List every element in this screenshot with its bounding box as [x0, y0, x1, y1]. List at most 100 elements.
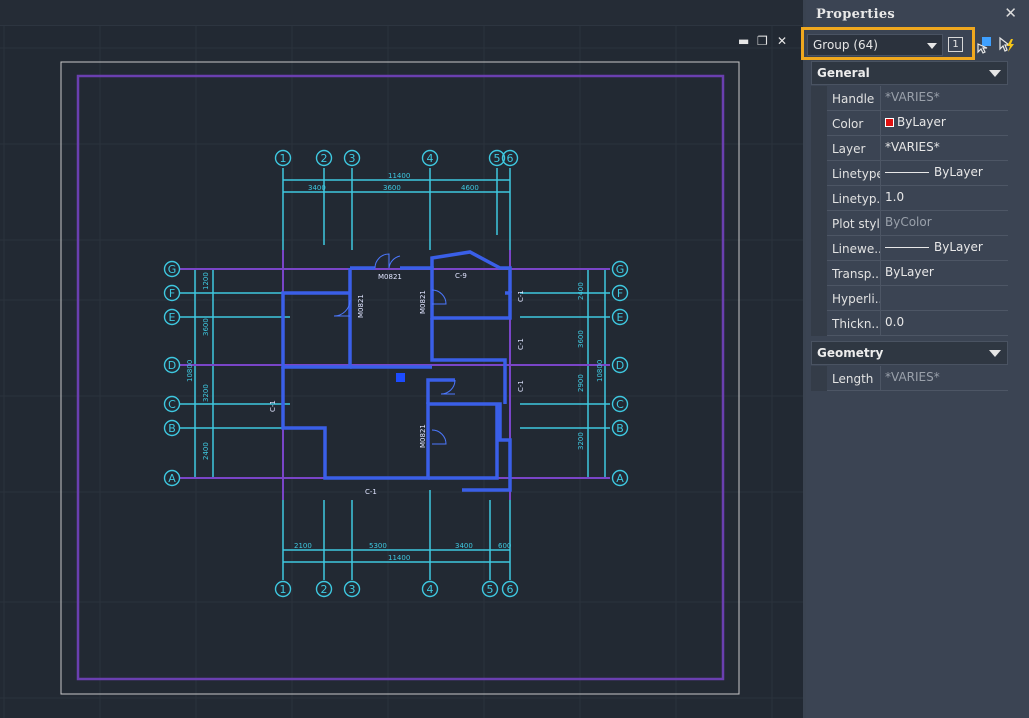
property-row[interactable]: Hyperli... — [827, 286, 1008, 311]
property-row[interactable]: Linewe...ByLayer — [827, 236, 1008, 261]
axis-bubble — [274, 580, 292, 598]
property-name: Handle — [832, 92, 875, 106]
axis-bubble-label: B — [616, 422, 624, 435]
property-value[interactable]: ByColor — [880, 211, 1008, 235]
axis-bubble-label: A — [616, 472, 624, 485]
section-geometry[interactable]: Geometry — [811, 341, 1008, 365]
chevron-down-icon — [927, 43, 937, 49]
axis-bubble — [481, 580, 499, 598]
property-name: Length — [832, 372, 874, 386]
tag-door-main: M0821 — [378, 273, 402, 281]
axis-bubble-label: 5 — [494, 152, 501, 165]
tag-window-right-3: C-1 — [517, 380, 525, 392]
axis-bubble-label: F — [169, 287, 175, 300]
axis-bubble — [163, 284, 181, 302]
axis-bubble — [611, 419, 629, 437]
axis-bubble — [611, 260, 629, 278]
property-value[interactable]: ByLayer — [880, 236, 1008, 260]
property-value-text: ByColor — [885, 215, 932, 229]
selection-grip[interactable] — [396, 373, 405, 382]
property-value[interactable]: *VARIES* — [880, 366, 1008, 390]
axis-bubble — [343, 580, 361, 598]
close-icon[interactable]: ✕ — [1004, 4, 1017, 22]
section-general[interactable]: General — [811, 61, 1008, 85]
axis-bubble — [163, 469, 181, 487]
bottom-dim-4: 600 — [498, 542, 511, 550]
property-row[interactable]: Plot style ByColor — [827, 211, 1008, 236]
axis-bubble-label: B — [168, 422, 176, 435]
axis-bubble — [315, 580, 333, 598]
left-dim-3: 3200 — [202, 384, 210, 402]
property-name: Linetype — [832, 167, 880, 181]
tag-window-left: C-1 — [269, 400, 277, 412]
axis-bubble — [343, 149, 361, 167]
property-value[interactable]: 0.0 — [880, 311, 1008, 335]
tag-window-right-2: C-1 — [517, 338, 525, 350]
property-value[interactable]: ByLayer — [880, 111, 1008, 135]
bottom-dim-1: 2100 — [294, 542, 312, 550]
property-row[interactable]: Color ByLayer — [827, 111, 1008, 136]
axis-bubble-label: 1 — [280, 152, 287, 165]
bottom-dim-2: 5300 — [369, 542, 387, 550]
axis-bubble — [501, 149, 519, 167]
axis-bubble — [488, 149, 506, 167]
toggle-pickadd-button[interactable]: 1 — [948, 37, 963, 52]
viewport-close-button[interactable]: ✕ — [777, 34, 788, 48]
property-row[interactable]: Length *VARIES* — [827, 366, 1008, 391]
left-total-dim: 10800 — [186, 360, 194, 382]
selection-highlight: Group (64) 1 — [801, 27, 975, 60]
quick-select-icon[interactable] — [998, 36, 1016, 54]
geometry-gutter — [811, 366, 827, 391]
property-row[interactable]: Layer*VARIES* — [827, 136, 1008, 161]
axis-bubble — [611, 356, 629, 374]
property-row[interactable]: Linetyp...1.0 — [827, 186, 1008, 211]
tag-door-bottom: M0821 — [419, 424, 427, 448]
property-name: Hyperli... — [832, 292, 880, 306]
axis-bubble-label: D — [616, 359, 624, 372]
paper-border — [60, 61, 740, 695]
property-value[interactable]: *VARIES* — [880, 136, 1008, 160]
axis-bubble-label: 3 — [349, 152, 356, 165]
axis-bubble-label: 6 — [507, 152, 514, 165]
axis-bubble — [274, 149, 292, 167]
property-value[interactable]: 1.0 — [880, 186, 1008, 210]
left-dim-4: 2400 — [202, 442, 210, 460]
tag-window-bottom: C-1 — [365, 488, 377, 496]
property-name: Color — [832, 117, 864, 131]
right-dim-1: 2400 — [577, 282, 585, 300]
section-general-label: General — [817, 66, 870, 80]
axis-bubble — [163, 419, 181, 437]
axis-bubble-label: 4 — [427, 152, 434, 165]
property-name: Transp... — [832, 267, 880, 281]
property-value[interactable]: *VARIES* — [880, 86, 1008, 110]
property-value-text: ByLayer — [885, 265, 934, 279]
axis-bubble — [501, 580, 519, 598]
property-value[interactable]: ByLayer — [880, 261, 1008, 285]
bottom-dim-3: 3400 — [455, 542, 473, 550]
viewport-restore-button[interactable]: ❐ — [757, 34, 768, 48]
property-row[interactable]: Transp... ByLayer — [827, 261, 1008, 286]
right-dim-3: 2900 — [577, 374, 585, 392]
panel-splitter[interactable] — [803, 0, 806, 718]
selection-dropdown-value: Group (64) — [813, 38, 878, 52]
property-row[interactable]: Handle *VARIES* — [827, 86, 1008, 111]
property-value-text: ByLayer — [897, 115, 946, 129]
property-value[interactable] — [880, 286, 1008, 310]
property-name: Plot style — [832, 217, 880, 231]
general-gutter — [811, 86, 827, 336]
structure-lines — [180, 250, 610, 500]
properties-panel: Properties ✕ Group (64) 1 General Handle… — [801, 0, 1029, 718]
axis-bubble-label: 2 — [321, 152, 328, 165]
drawing-canvas[interactable]: ▬ ❐ ✕ — [0, 0, 803, 718]
select-objects-icon[interactable] — [976, 36, 994, 54]
color-swatch-icon — [885, 118, 894, 127]
viewport-minimize-button[interactable]: ▬ — [738, 34, 750, 48]
property-row[interactable]: Thickn...0.0 — [827, 311, 1008, 336]
selection-dropdown[interactable]: Group (64) — [807, 34, 943, 56]
property-value[interactable]: ByLayer — [880, 161, 1008, 185]
